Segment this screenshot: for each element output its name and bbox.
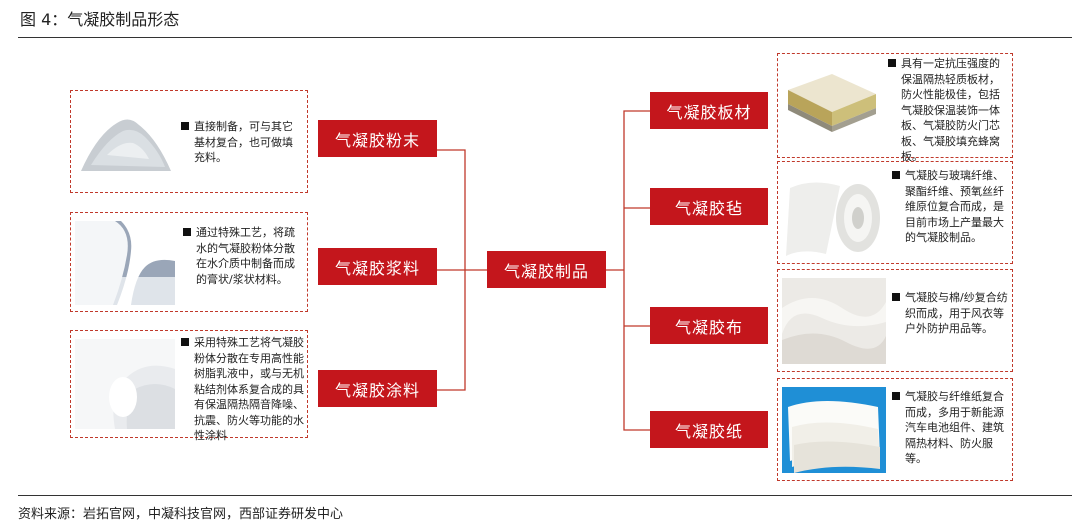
label-cloth: 气凝胶布 <box>650 307 768 344</box>
label-powder: 气凝胶粉末 <box>318 120 437 157</box>
bullet-icon <box>181 122 189 130</box>
cloth-photo-icon <box>782 278 886 364</box>
label-board: 气凝胶板材 <box>650 92 768 129</box>
board-photo-icon <box>782 66 880 144</box>
slurry-photo-icon <box>75 221 175 305</box>
bullet-icon <box>892 171 900 179</box>
slurry-desc: 通过特殊工艺，将疏水的气凝胶粉体分散在水介质中制备而成的膏状/浆状材料。 <box>183 225 303 287</box>
bullet-icon <box>181 338 189 346</box>
coating-desc-text: 采用特殊工艺将气凝胶粉体分散在专用高性能树脂乳液中，或与无机粘结剂体系复合成的具… <box>194 336 304 442</box>
slurry-desc-box: 通过特殊工艺，将疏水的气凝胶粉体分散在水介质中制备而成的膏状/浆状材料。 <box>70 212 308 312</box>
bullet-icon <box>892 392 900 400</box>
cloth-desc-box: 气凝胶与棉/纱复合纺织而成，用于风衣等户外防护用品等。 <box>777 269 1013 372</box>
label-center: 气凝胶制品 <box>487 251 606 288</box>
coating-desc-box: 采用特殊工艺将气凝胶粉体分散在专用高性能树脂乳液中，或与无机粘结剂体系复合成的具… <box>70 330 308 442</box>
figure-title: 图 4：气凝胶制品形态 <box>20 10 180 29</box>
bullet-icon <box>183 228 191 236</box>
source-note: 资料来源：岩拓官网，中凝科技官网，西部证券研发中心 <box>18 507 344 522</box>
paper-desc-box: 气凝胶与纤维纸复合而成，多用于新能源汽车电池组件、建筑隔热材料、防火服等。 <box>777 378 1013 481</box>
felt-desc-text: 气凝胶与玻璃纤维、聚酯纤维、预氧丝纤维原位复合而成，是目前市场上产量最大的气凝胶… <box>905 169 1004 244</box>
paper-desc: 气凝胶与纤维纸复合而成，多用于新能源汽车电池组件、建筑隔热材料、防火服等。 <box>892 389 1010 467</box>
bullet-icon <box>888 59 896 67</box>
coating-desc: 采用特殊工艺将气凝胶粉体分散在专用高性能树脂乳液中，或与无机粘结剂体系复合成的具… <box>181 335 307 444</box>
powder-desc-text: 直接制备，可与其它基材复合，也可做填充料。 <box>194 120 293 164</box>
top-divider <box>18 37 1072 38</box>
bullet-icon <box>892 293 900 301</box>
powder-desc: 直接制备，可与其它基材复合，也可做填充料。 <box>181 119 301 166</box>
board-desc-text: 具有一定抗压强度的保温隔热轻质板材，防火性能极佳，包括气凝胶保温装饰一体板、气凝… <box>901 57 1000 163</box>
powder-desc-box: 直接制备，可与其它基材复合，也可做填充料。 <box>70 90 308 193</box>
paper-photo-icon <box>782 387 886 473</box>
label-paper: 气凝胶纸 <box>650 411 768 448</box>
powder-photo-icon <box>77 105 173 177</box>
felt-roll-photo-icon <box>782 168 886 258</box>
slurry-desc-text: 通过特殊工艺，将疏水的气凝胶粉体分散在水介质中制备而成的膏状/浆状材料。 <box>196 226 295 286</box>
cloth-desc-text: 气凝胶与棉/纱复合纺织而成，用于风衣等户外防护用品等。 <box>905 291 1008 335</box>
paper-desc-text: 气凝胶与纤维纸复合而成，多用于新能源汽车电池组件、建筑隔热材料、防火服等。 <box>905 390 1004 465</box>
board-desc-box: 具有一定抗压强度的保温隔热轻质板材，防火性能极佳，包括气凝胶保温装饰一体板、气凝… <box>777 53 1013 163</box>
bottom-divider <box>18 495 1072 496</box>
board-desc: 具有一定抗压强度的保温隔热轻质板材，防火性能极佳，包括气凝胶保温装饰一体板、气凝… <box>888 56 1010 165</box>
label-coating: 气凝胶涂料 <box>318 370 437 407</box>
felt-desc-box: 气凝胶与玻璃纤维、聚酯纤维、预氧丝纤维原位复合而成，是目前市场上产量最大的气凝胶… <box>777 161 1013 264</box>
coating-photo-icon <box>75 339 175 429</box>
label-felt: 气凝胶毡 <box>650 188 768 225</box>
label-slurry: 气凝胶浆料 <box>318 248 437 285</box>
felt-desc: 气凝胶与玻璃纤维、聚酯纤维、预氧丝纤维原位复合而成，是目前市场上产量最大的气凝胶… <box>892 168 1010 246</box>
cloth-desc: 气凝胶与棉/纱复合纺织而成，用于风衣等户外防护用品等。 <box>892 290 1010 337</box>
